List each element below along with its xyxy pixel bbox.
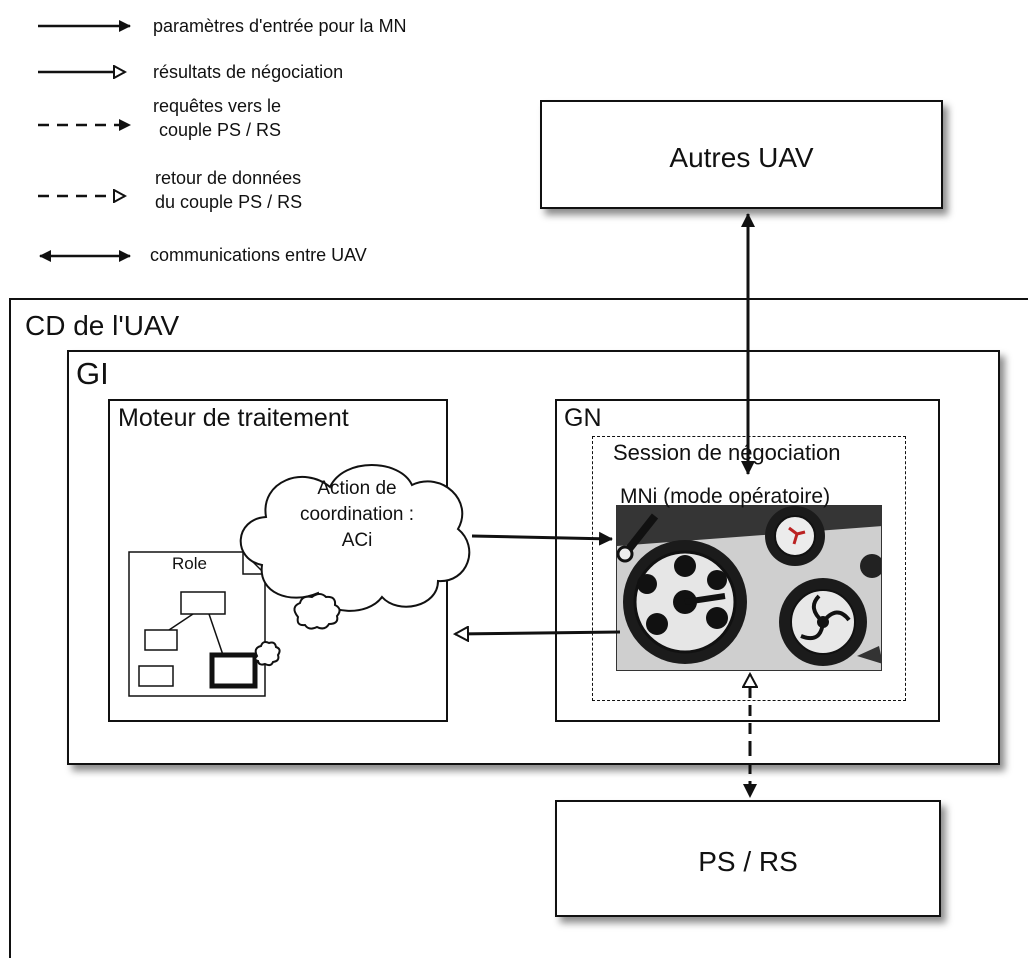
arrow-cloud-to-mn <box>471 531 613 546</box>
ps-rs-label: PS / RS <box>698 846 798 877</box>
thought-cloud <box>239 464 471 630</box>
connectors <box>0 213 1028 798</box>
gears-image <box>616 505 882 671</box>
legend-label-comm: communications entre UAV <box>150 245 367 265</box>
mni-label: MNi (mode opératoire) <box>620 485 831 508</box>
session-label: Session de négociation <box>613 440 841 465</box>
autres-uav-label: Autres UAV <box>669 142 814 173</box>
legend-label-input: paramètres d'entrée pour la MN <box>153 16 407 36</box>
gi-label: GI <box>76 356 109 391</box>
arrow-results-to-moteur <box>455 632 621 634</box>
cloud-line-1: Action de <box>317 478 397 499</box>
role-node-bottom <box>138 665 174 687</box>
cloud-line-3: ACi <box>341 530 373 551</box>
gn-label: GN <box>564 404 602 432</box>
role-node-top <box>180 591 226 615</box>
legend-label-request-2: couple PS / RS <box>159 120 282 140</box>
autres-uav-box: Autres UAV <box>540 100 943 209</box>
legend-label-result: résultats de négociation <box>153 62 344 82</box>
legend-arrows <box>38 20 131 262</box>
role-label: Role <box>172 554 207 573</box>
role-node-highlight <box>209 652 258 689</box>
moteur-label: Moteur de traitement <box>118 404 349 432</box>
role-node-left <box>144 629 178 651</box>
small-cloud-icon <box>254 641 281 667</box>
ps-rs-box: PS / RS <box>555 800 941 917</box>
role-document <box>128 551 281 697</box>
cloud-line-2: coordination : <box>299 504 415 525</box>
legend-label-return-1: retour de données <box>155 168 302 188</box>
legend-label-request-1: requêtes vers le <box>153 96 282 116</box>
gears-drawing <box>617 506 881 670</box>
cd-uav-label: CD de l'UAV <box>25 310 180 341</box>
legend-label-return-2: du couple PS / RS <box>155 192 303 212</box>
thought-bubble <box>293 593 341 630</box>
